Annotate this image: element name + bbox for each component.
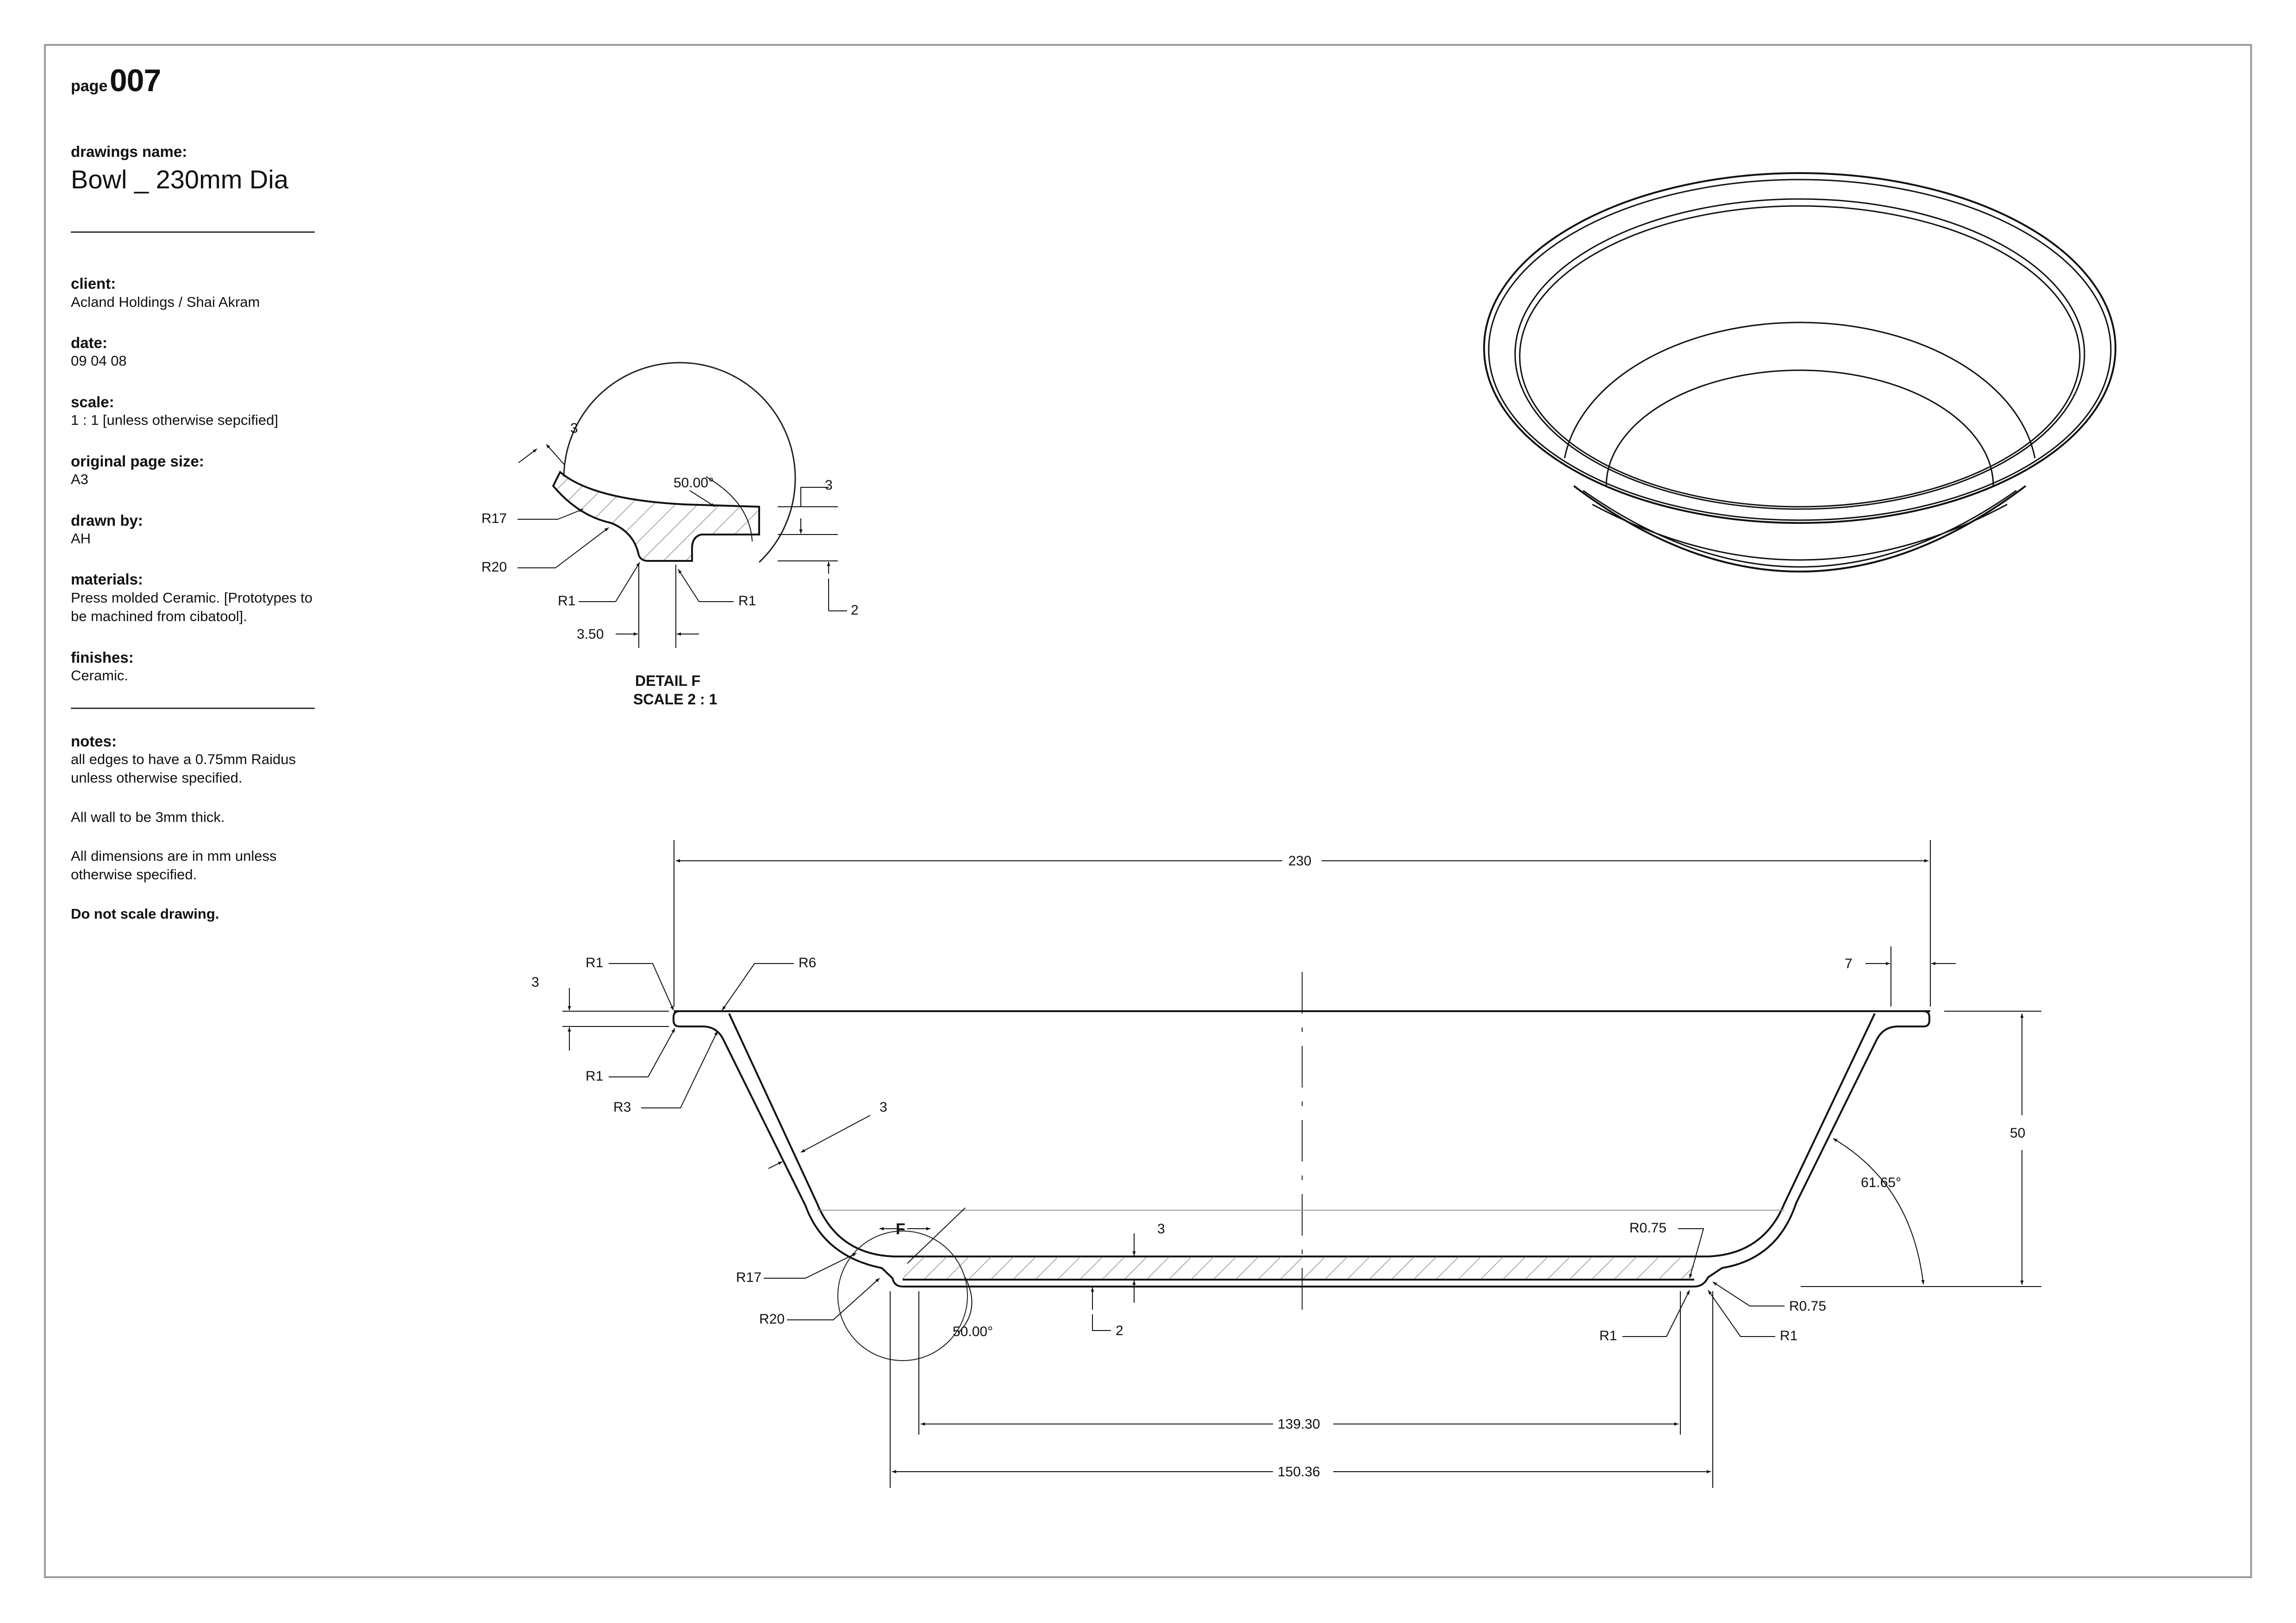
leader-r3 (641, 1031, 718, 1108)
detail-section-profile (552, 470, 760, 562)
bowl-interior-curve (1564, 322, 2036, 459)
leader-r20 (787, 1278, 880, 1320)
label-r17: R17 (736, 1270, 761, 1285)
angle-arc (705, 476, 753, 542)
client-field: client: Acland Holdings / Shai Akram (71, 274, 260, 310)
title-block: page 007 drawings name: Bowl _ 230mm Dia… (71, 65, 330, 944)
rim-inner-ellipse-2 (1519, 205, 2081, 508)
note-wall: All wall to be 3mm thick. (71, 808, 225, 825)
section-view: F 50.00° 230 7 50 61.65° 3 R1 R6 R1 R3 (531, 840, 2041, 1488)
wall-angle-arc (1833, 1138, 1925, 1285)
detail-scale: SCALE 2 : 1 (633, 691, 717, 708)
leader-r1-top (609, 963, 674, 1011)
detail-callout-leader (907, 1207, 966, 1264)
detail-dim-base: 2 (851, 603, 859, 618)
dim-leader (518, 448, 537, 463)
leader-r1-bottom (609, 1028, 675, 1077)
dim-leader (546, 444, 565, 466)
detail-r1-right-label: R1 (738, 593, 756, 609)
materials-field: materials: Press molded Ceramic. [Protot… (71, 571, 313, 625)
dim-line (689, 490, 716, 507)
dim-overall-width: 230 (1288, 853, 1311, 869)
detail-f-circle (837, 1231, 968, 1361)
note-edges: all edges to have a 0.75mm Raidus unless… (71, 751, 296, 786)
separator-line (71, 707, 315, 709)
leader-r1-foot-right (1708, 1290, 1775, 1337)
dim-rim-width: 7 (1845, 956, 1853, 971)
bowl-foot-outline (1573, 485, 2027, 572)
separator-line (71, 231, 315, 233)
bowl-foot-outline-3 (1592, 504, 2008, 561)
dim-wall-thickness: 3 (880, 1100, 887, 1115)
detail-boundary-arc (563, 362, 796, 563)
drawn-by-field: drawn by: AH (71, 511, 143, 547)
finishes-field: finishes: Ceramic. (71, 648, 134, 684)
notes-block: notes: all edges to have a 0.75mm Raidus… (71, 732, 330, 923)
detail-title: DETAIL F (635, 672, 700, 689)
dim-inner-base-width: 139.30 (1278, 1417, 1320, 1432)
dim-outer-base-width: 150.36 (1278, 1464, 1320, 1480)
detail-dim-top-thickness: 3 (570, 421, 578, 436)
bowl-section-outer (673, 1010, 1930, 1287)
note-do-not-scale: Do not scale drawing. (71, 905, 219, 922)
label-r075-top: R0.75 (1629, 1220, 1666, 1236)
wall-thickness-arrow (800, 1115, 871, 1153)
detail-r20-label: R20 (481, 560, 507, 575)
detail-f-view: 3 50.00° 3 2 R17 R20 R1 R1 3.50 DETAIL F… (481, 362, 859, 708)
leader-r1-right-b (678, 569, 699, 602)
page-size-field: original page size: A3 (71, 452, 204, 488)
rim-outer-ellipse-2 (1488, 179, 2112, 521)
date-field: date: 09 04 08 (71, 334, 127, 369)
drawing-title: Bowl _ 230mm Dia (71, 164, 288, 194)
isometric-view (1483, 172, 2116, 572)
label-r3: R3 (613, 1100, 631, 1115)
bowl-foot-outline-2 (1583, 490, 2017, 568)
label-r1-foot-right: R1 (1780, 1328, 1797, 1343)
leader-r17 (764, 1253, 857, 1279)
leader-base-dim (1092, 1314, 1111, 1331)
detail-r17-label: R17 (481, 511, 507, 526)
detail-r1-left-label: R1 (558, 593, 575, 609)
dim-base-thickness: 3 (1157, 1221, 1165, 1237)
detail-dim-offset: 3.50 (577, 627, 604, 642)
drawings-name-field: drawings name: Bowl _ 230mm Dia (71, 143, 330, 194)
label-r1-top: R1 (586, 955, 603, 970)
label-r1-bottom: R1 (586, 1069, 603, 1084)
base-hatch (903, 1256, 1694, 1280)
label-r075-bottom: R0.75 (1789, 1299, 1826, 1314)
rim-outer-ellipse (1483, 172, 2116, 524)
scale-field: scale: 1 : 1 [unless otherwise sepcified… (71, 393, 279, 429)
leader-r20-b (555, 527, 609, 568)
label-r1-foot-left: R1 (1599, 1328, 1617, 1343)
leader-r6 (722, 963, 794, 1011)
leader-r075-top (1678, 1228, 1704, 1279)
label-r20: R20 (759, 1312, 785, 1327)
wall-thickness-arrow-2 (768, 1161, 783, 1169)
detail-angle-label: 50.00° (674, 475, 714, 491)
leader-r075-bottom (1712, 1281, 1784, 1306)
bowl-base-curve (1605, 369, 1994, 486)
dim-wall-angle: 61.65° (1861, 1175, 1901, 1190)
leader-r1-left-b (615, 562, 640, 602)
leader-r17-b (557, 509, 584, 520)
rim-inner-ellipse (1514, 198, 2085, 510)
drawing-border (44, 44, 2252, 1578)
label-r6: R6 (799, 955, 816, 970)
page-number: page 007 (71, 63, 161, 98)
dim-height: 50 (2010, 1126, 2025, 1141)
detail-angle-label: 50.00° (953, 1324, 993, 1339)
detail-dim-right-thickness: 3 (825, 478, 833, 493)
dim-base: 2 (1116, 1323, 1123, 1338)
dim-leader (800, 487, 829, 507)
detail-callout-label: F (896, 1220, 905, 1238)
note-dimensions: All dimensions are in mm unless otherwis… (71, 848, 277, 883)
detail-angle-arc (958, 1277, 973, 1333)
dim-rim-thickness: 3 (531, 975, 539, 990)
leader-r1-foot-left (1622, 1290, 1690, 1337)
